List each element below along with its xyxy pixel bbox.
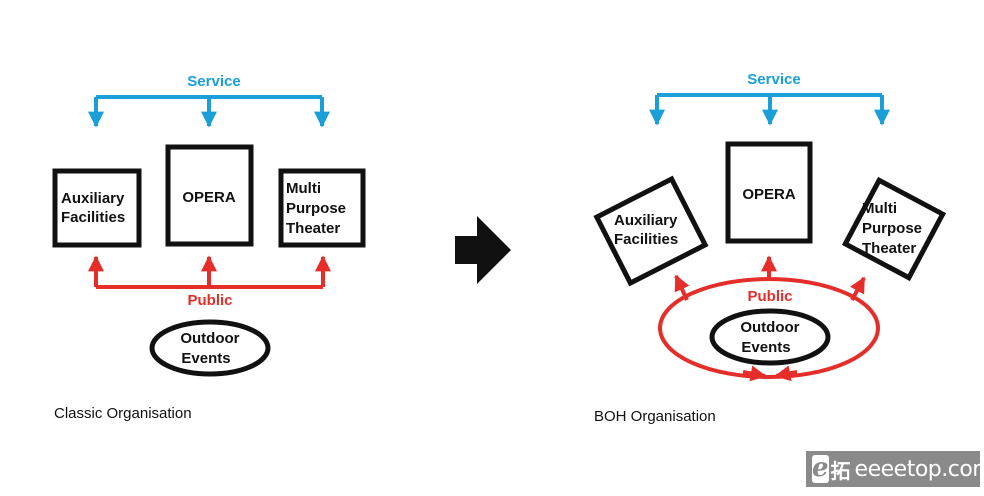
boh-auxiliary-line-2: Facilities bbox=[614, 231, 678, 248]
watermark-domain: eeeetop.com bbox=[854, 456, 984, 482]
boh-diagram: Service Auxiliary Facilities OPERA Multi… bbox=[593, 71, 947, 382]
classic-multi-line-3: Theater bbox=[286, 220, 340, 237]
classic-outdoor-events-ellipse bbox=[149, 319, 271, 377]
boh-caption: BOH Organisation bbox=[594, 408, 716, 425]
classic-service-label: Service bbox=[187, 73, 240, 90]
classic-multi-line-1: Multi bbox=[286, 180, 321, 197]
classic-opera-box bbox=[165, 144, 254, 247]
boh-outdoor-line-1: Outdoor bbox=[740, 319, 799, 336]
transition-arrow-icon bbox=[455, 216, 511, 284]
boh-multi-purpose-label: Multi Purpose Theater bbox=[862, 200, 926, 257]
boh-multi-line-3: Theater bbox=[862, 240, 916, 257]
classic-auxiliary-line-1: Auxiliary bbox=[61, 190, 125, 207]
boh-multi-line-1: Multi bbox=[862, 200, 897, 217]
boh-outdoor-events-label: Outdoor Events bbox=[740, 319, 803, 356]
boh-service-arrows bbox=[649, 93, 890, 126]
boh-auxiliary-line-1: Auxiliary bbox=[614, 212, 678, 229]
watermark-e-glyph: e bbox=[812, 453, 829, 483]
classic-outdoor-events-label: Outdoor Events bbox=[180, 330, 243, 367]
boh-multi-purpose-box bbox=[841, 176, 947, 282]
boh-service-label: Service bbox=[747, 71, 800, 88]
boh-auxiliary-box bbox=[593, 175, 709, 287]
boh-opera-box bbox=[725, 141, 813, 244]
classic-auxiliary-label: Auxiliary Facilities bbox=[61, 190, 129, 226]
boh-auxiliary-label: Auxiliary Facilities bbox=[614, 212, 682, 248]
boh-multi-line-2: Purpose bbox=[862, 220, 922, 237]
classic-multi-purpose-box bbox=[278, 168, 366, 248]
classic-service-arrows bbox=[88, 95, 330, 128]
boh-opera-label: OPERA bbox=[742, 186, 796, 203]
boh-outdoor-events-ellipse bbox=[709, 308, 831, 366]
classic-public-arrows bbox=[88, 255, 331, 289]
boh-public-ring bbox=[658, 255, 880, 382]
boh-outdoor-line-2: Events bbox=[741, 339, 790, 356]
boh-public-label: Public bbox=[747, 288, 792, 305]
classic-multi-line-2: Purpose bbox=[286, 200, 346, 217]
classic-opera-label: OPERA bbox=[182, 189, 236, 206]
classic-outdoor-line-1: Outdoor bbox=[180, 330, 239, 347]
watermark-logo-char: 拓 bbox=[830, 458, 851, 483]
classic-multi-purpose-label: Multi Purpose Theater bbox=[286, 180, 350, 237]
classic-auxiliary-box bbox=[52, 168, 142, 248]
classic-public-label: Public bbox=[187, 292, 232, 309]
classic-outdoor-line-2: Events bbox=[181, 350, 230, 367]
classic-auxiliary-line-2: Facilities bbox=[61, 209, 125, 226]
watermark-logo: e 拓 eeeetop.com bbox=[806, 451, 984, 487]
classic-diagram: Service Auxiliary Facilities OPERA Multi… bbox=[52, 73, 366, 377]
classic-caption: Classic Organisation bbox=[54, 405, 192, 422]
